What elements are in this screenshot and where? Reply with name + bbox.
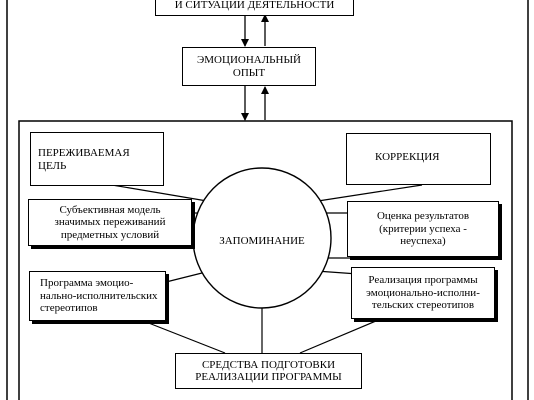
- preparation-means-line1: СРЕДСТВА ПОДГОТОВКИ: [201, 358, 336, 371]
- memory-circle: [192, 167, 332, 309]
- program-line2: нально-исполнительских: [40, 289, 158, 302]
- correction-label: КОРРЕКЦИЯ: [375, 151, 440, 163]
- line-program-to-means: [140, 319, 226, 354]
- preparation-means-box: СРЕДСТВА ПОДГОТОВКИ РЕАЛИЗАЦИИ ПРОГРАММЫ: [175, 353, 362, 389]
- program-line1: Программа эмоцио-: [40, 277, 134, 290]
- connector-goal: [111, 184, 208, 202]
- results-evaluation-line2: (критерии успеха -: [379, 222, 467, 235]
- emotional-experience-line2: ОПЫТ: [232, 66, 266, 79]
- subjective-model-line1: Субъективная модель: [59, 203, 161, 216]
- experienced-goal-line2: ЦЕЛЬ: [38, 159, 67, 172]
- results-evaluation-line3: неуспеха): [400, 235, 446, 248]
- inner-frame: [18, 120, 513, 400]
- memory-label: ЗАПОМИНАНИЕ: [219, 235, 305, 247]
- program-implementation-line2: эмоционально-исполни-: [366, 286, 480, 299]
- experienced-goal-box: ПЕРЕЖИВАЕМАЯ ЦЕЛЬ: [30, 132, 164, 186]
- subjective-model-box: Субъективная модель значимых переживаний…: [28, 199, 192, 246]
- emotional-experience-line1: ЭМОЦИОНАЛЬНЫЙ: [197, 54, 301, 66]
- subjective-model-line3: предметных условий: [60, 228, 160, 241]
- program-line3: стереотипов: [40, 302, 98, 315]
- program-implementation-line1: Реализация программы: [368, 274, 478, 287]
- activity-situation-label: И СИТУАЦИИ ДЕЯТЕЛЬНОСТИ: [174, 0, 335, 11]
- program-box: Программа эмоцио- нально-исполнительских…: [29, 271, 166, 321]
- experienced-goal-line1: ПЕРЕЖИВАЕМАЯ: [38, 147, 130, 159]
- emotional-experience-box: ЭМОЦИОНАЛЬНЫЙ ОПЫТ: [182, 47, 316, 86]
- correction-box: КОРРЕКЦИЯ: [346, 133, 491, 185]
- subjective-model-line2: значимых переживаний: [54, 216, 166, 229]
- results-evaluation-box: Оценка результатов (критерии успеха - не…: [347, 201, 499, 257]
- activity-situation-box: И СИТУАЦИИ ДЕЯТЕЛЬНОСТИ: [155, 0, 354, 16]
- program-implementation-box: Реализация программы эмоционально-исполн…: [351, 267, 495, 319]
- connector-correction: [317, 184, 423, 202]
- preparation-means-line2: РЕАЛИЗАЦИИ ПРОГРАММЫ: [195, 371, 342, 383]
- line-implementation-to-means: [299, 317, 384, 354]
- results-evaluation-line1: Оценка результатов: [376, 210, 470, 223]
- program-implementation-line3: тельских стереотипов: [371, 299, 475, 312]
